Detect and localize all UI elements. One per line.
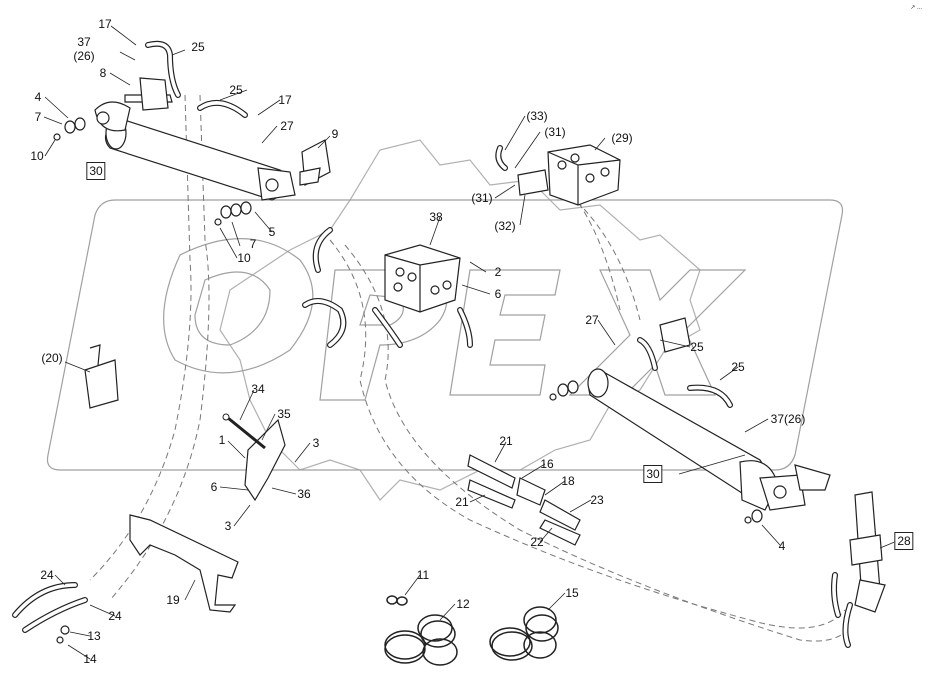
callout-23: 23 — [590, 493, 604, 507]
callout-37-26: 37(26) — [770, 412, 806, 426]
valve-block-38 — [384, 244, 461, 313]
callout-20: (20) — [41, 351, 63, 365]
callout-32: (32) — [494, 219, 516, 233]
watermark-letter-e — [449, 269, 561, 396]
callout-31: (31) — [544, 125, 566, 139]
callout-29: (29) — [611, 131, 633, 145]
callout-34: 34 — [251, 382, 265, 396]
cover-plate-36 — [244, 418, 286, 502]
callout-3: 3 — [312, 436, 320, 450]
callout-4: 4 — [778, 539, 786, 553]
callout-25: 25 — [731, 360, 745, 374]
callout-15: 15 — [565, 586, 579, 600]
callout-12: 12 — [456, 597, 470, 611]
callout-31: (31) — [471, 191, 493, 205]
callout-28: 28 — [894, 532, 914, 550]
callout-9: 9 — [331, 127, 339, 141]
callout-8: 8 — [99, 66, 107, 80]
callout-17: 17 — [278, 93, 292, 107]
callout-30: 30 — [643, 465, 663, 483]
callout-26: (26) — [73, 49, 95, 63]
callout-22: 22 — [530, 535, 544, 549]
valve-block-29 — [547, 144, 621, 206]
callout-3: 3 — [224, 519, 232, 533]
callout-18: 18 — [561, 474, 575, 488]
cylinder-lower-body — [588, 369, 766, 496]
callout-2: 2 — [494, 265, 502, 279]
callout-27: 27 — [585, 313, 599, 327]
support-bracket-19 — [129, 514, 239, 613]
callout-27: 27 — [280, 119, 294, 133]
watermark-gear — [219, 139, 701, 501]
callout-6: 6 — [210, 480, 218, 494]
callout-7: 7 — [249, 237, 257, 251]
callout-30: 30 — [86, 162, 106, 180]
callout-21: 21 — [455, 495, 469, 509]
callout-6: 6 — [494, 287, 502, 301]
callout-7: 7 — [34, 110, 42, 124]
callout-10: 10 — [30, 149, 44, 163]
callout-25: 25 — [690, 340, 704, 354]
callout-19: 19 — [166, 593, 180, 607]
callout-35: 35 — [277, 407, 291, 421]
callout-38: 38 — [429, 210, 443, 224]
callout-36: 36 — [297, 487, 311, 501]
callout-33: (33) — [526, 109, 548, 123]
corner-mark: ↗ ... — [910, 5, 922, 11]
callout-11: 11 — [416, 568, 430, 582]
callout-16: 16 — [540, 457, 554, 471]
watermark-letter-o — [163, 238, 314, 374]
watermark-plate — [46, 199, 844, 471]
callout-10: 10 — [237, 251, 251, 265]
callout-24: 24 — [40, 568, 54, 582]
callout-1: 1 — [218, 433, 226, 447]
cover-plate-20 — [84, 359, 119, 409]
callout-25: 25 — [229, 83, 243, 97]
callout-14: 14 — [83, 652, 97, 666]
callout-5: 5 — [268, 225, 276, 239]
callout-37: 37 — [77, 35, 91, 49]
callout-21: 21 — [499, 434, 513, 448]
callout-25: 25 — [191, 40, 205, 54]
callout-4: 4 — [34, 90, 42, 104]
watermark-letter-x — [568, 269, 747, 396]
callout-17: 17 — [98, 17, 112, 31]
callout-13: 13 — [87, 629, 101, 643]
callout-24: 24 — [108, 609, 122, 623]
